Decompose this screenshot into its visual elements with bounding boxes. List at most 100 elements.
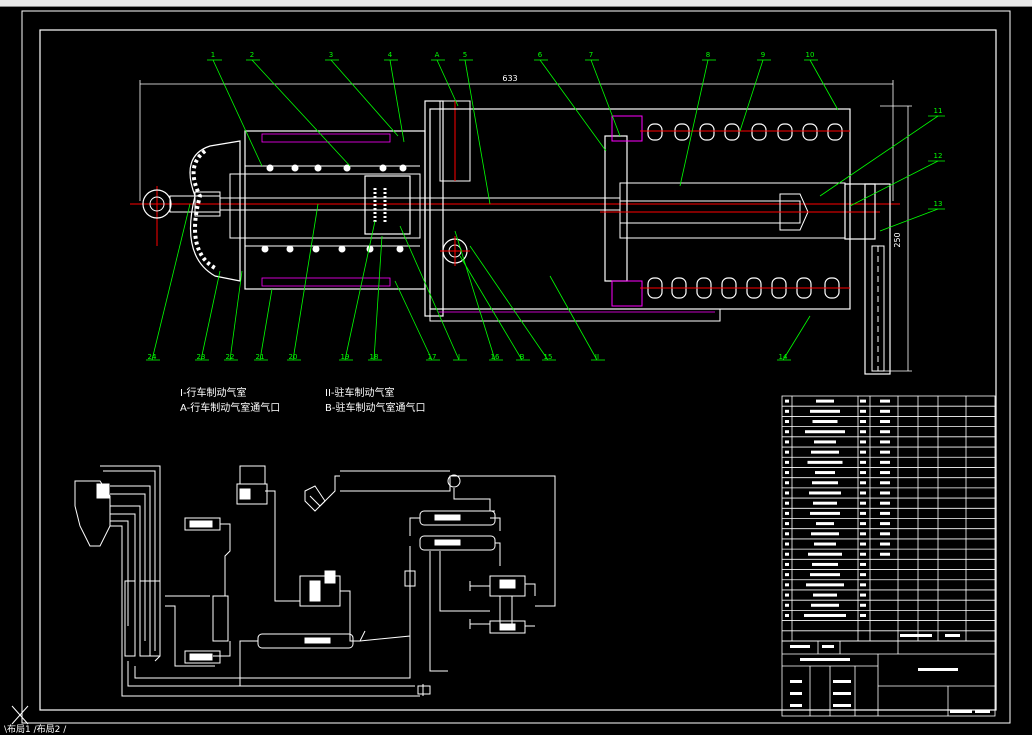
legend-line1-left: I-行车制动气室	[180, 386, 247, 399]
release-bolt-cap	[844, 183, 876, 240]
parts-list-cell-mark	[860, 471, 866, 475]
parts-list-cell-mark	[880, 532, 890, 536]
parts-list-cell-mark	[880, 522, 890, 526]
layout-tabs-bar[interactable]: \布局1 /布局2 /	[0, 726, 1032, 735]
part-number: 4	[388, 51, 393, 59]
parking-rod	[619, 182, 846, 239]
parts-list-cell-mark	[785, 491, 789, 495]
legend-line2-left: A-行车制动气室通气口	[180, 401, 280, 414]
parts-list-cell-mark	[785, 481, 789, 485]
parts-list-cell-mark	[810, 511, 840, 515]
parts-list-cell-mark	[860, 593, 866, 597]
part-number: 20	[289, 353, 298, 361]
dimension-text-250: 250	[893, 232, 902, 247]
parts-list-cell-mark	[816, 399, 834, 403]
ucs-icon	[11, 705, 29, 725]
part-number: 14	[779, 353, 788, 361]
parts-list-cell-mark	[785, 522, 789, 526]
parts-list-cell-mark	[814, 440, 836, 444]
parts-list-cell-mark	[785, 532, 789, 536]
drawing-border-outer	[21, 10, 1011, 724]
parts-list-cell-mark	[860, 501, 866, 505]
parking-piston	[604, 135, 628, 282]
part-number: 15	[544, 353, 553, 361]
parts-list-cell-mark	[860, 481, 866, 485]
parts-list-cell-mark	[880, 430, 890, 434]
parts-list-cell-mark	[785, 430, 789, 434]
parts-list-cell-mark	[785, 460, 789, 464]
parts-list-cell-mark	[785, 593, 789, 597]
part-number: 3	[329, 51, 333, 59]
parts-list-rows	[782, 405, 995, 632]
part-number: 11	[934, 107, 943, 115]
parts-list-cell-mark	[785, 613, 789, 617]
parts-list-cell-mark	[813, 593, 837, 597]
parts-list-cell-mark	[814, 542, 836, 546]
title-block	[781, 640, 996, 717]
parts-list-cell-mark	[812, 420, 838, 424]
parts-list-cell-mark	[880, 552, 890, 556]
parts-list-cell-mark	[880, 491, 890, 495]
parts-list-cell-mark	[785, 409, 789, 413]
parts-list-cell-mark	[880, 471, 890, 475]
part-number: B	[520, 353, 525, 361]
part-number: A	[435, 51, 440, 59]
parts-list-cell-mark	[860, 440, 866, 444]
pneumatic-circuit-diagram	[74, 465, 556, 697]
part-number: 2	[250, 51, 254, 59]
parts-list-cell-mark	[880, 420, 890, 424]
service-piston	[364, 175, 411, 235]
parts-list-cell-mark	[880, 460, 890, 464]
legend-line1-right: II-驻车制动气室	[325, 386, 395, 399]
part-number: 17	[428, 353, 437, 361]
parts-list-cell-mark	[810, 573, 840, 577]
parts-list-cell-mark	[785, 603, 789, 607]
parts-list-cell-mark	[860, 420, 866, 424]
parts-list-cell-mark	[860, 562, 866, 566]
part-number: 13	[934, 200, 943, 208]
parts-list-cell-mark	[860, 542, 866, 546]
parts-list-cell-mark	[804, 613, 846, 617]
parts-list-cell-mark	[785, 562, 789, 566]
part-number: 18	[370, 353, 379, 361]
legend-notes: I-行车制动气室 II-驻车制动气室 A-行车制动气室通气口 B-驻车制动气室通…	[180, 386, 425, 414]
part-number: 12	[934, 152, 943, 160]
toolbar-strip	[0, 0, 1032, 7]
part-number: 5	[463, 51, 467, 59]
parts-list-cell-mark	[860, 430, 866, 434]
layout-tabs[interactable]: \布局1 /布局2 /	[4, 725, 67, 735]
parts-list-cell-mark	[816, 522, 834, 526]
clevis-eye	[142, 189, 172, 219]
parts-list-cell-mark	[785, 450, 789, 454]
parts-list-cell-mark	[880, 399, 890, 403]
parts-list-cell-mark	[813, 501, 837, 505]
parts-list-cell-mark	[785, 583, 789, 587]
legend-line2-right: B-驻车制动气室通气口	[325, 401, 425, 414]
parts-list-cell-mark	[860, 522, 866, 526]
cad-drawing-canvas[interactable]: 633 250	[0, 6, 1032, 726]
part-number: 22	[226, 353, 235, 361]
parts-list-cell-mark	[860, 491, 866, 495]
part-number: 23	[197, 353, 206, 361]
part-number: II	[595, 353, 599, 361]
parts-list-cell-mark	[860, 573, 866, 577]
part-number-labels: 1 2 3 4 A 5 6 7 8 9 10 11 12 13 24 23 22…	[148, 51, 943, 361]
parts-list-cell-mark	[880, 409, 890, 413]
parts-list-cell-mark	[860, 603, 866, 607]
parts-list-cell-mark	[860, 532, 866, 536]
parts-list-cell-mark	[785, 440, 789, 444]
part-number: 7	[589, 51, 593, 59]
parts-list-cell-mark	[785, 552, 789, 556]
parts-list-cell-mark	[810, 409, 840, 413]
parts-list-cell-mark	[880, 450, 890, 454]
drawing-border-inner	[39, 29, 997, 711]
return-spring-coils	[261, 164, 407, 253]
dimension-text-633: 633	[502, 74, 517, 83]
parts-list-cell-mark	[811, 532, 839, 536]
parts-list-cell-mark	[880, 542, 890, 546]
parts-list-cell-mark	[808, 552, 842, 556]
part-number: 19	[341, 353, 350, 361]
parts-list-table	[781, 395, 996, 642]
part-number: 6	[538, 51, 543, 59]
parts-list-cell-mark	[860, 613, 866, 617]
